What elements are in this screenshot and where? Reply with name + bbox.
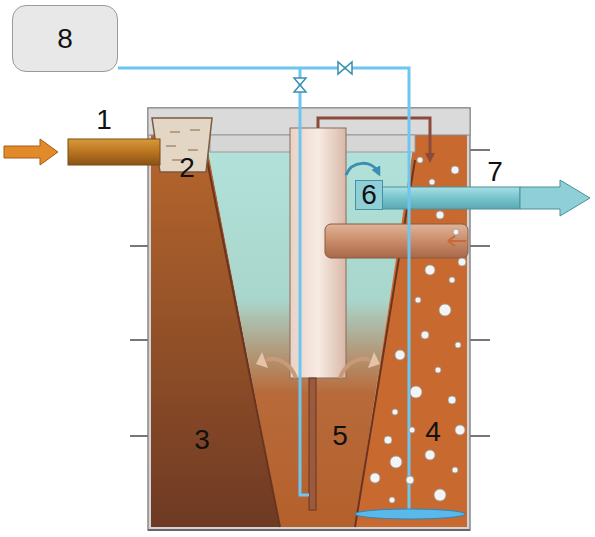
- cone-wall: [205, 150, 280, 527]
- inlet-arrow: [4, 139, 58, 165]
- outlet-arrow: [520, 180, 590, 216]
- valve-symbol: [294, 62, 352, 92]
- sludge-pipe: [309, 378, 316, 510]
- tank-floor: [148, 529, 470, 531]
- transfer-arrow: [448, 236, 466, 246]
- outlet-chamber-box: 6: [355, 180, 383, 210]
- air-bubbles: [370, 157, 466, 503]
- callout-number: 6: [361, 181, 377, 209]
- tank-wall: [148, 108, 470, 530]
- cone-wall: [355, 160, 415, 527]
- callout-number: 5: [332, 422, 348, 450]
- callout-number: 3: [194, 426, 210, 454]
- callout-number: 8: [57, 25, 73, 53]
- air-line: [118, 68, 409, 510]
- inlet-pipe: [68, 139, 160, 165]
- aerator: [355, 509, 465, 519]
- flow-arrows: [266, 359, 370, 378]
- callout-number: 4: [425, 418, 441, 446]
- callout-number: 1: [96, 106, 112, 134]
- outlet-pipe: [380, 187, 520, 209]
- callout-number: 2: [179, 154, 195, 182]
- overflow-arrow: [346, 163, 378, 175]
- flow-arrow-heads: [256, 352, 380, 368]
- callout-number: 7: [487, 158, 503, 186]
- return-line: [318, 118, 430, 158]
- compressor-box: 8: [12, 5, 118, 72]
- transfer-pipe: [325, 224, 468, 258]
